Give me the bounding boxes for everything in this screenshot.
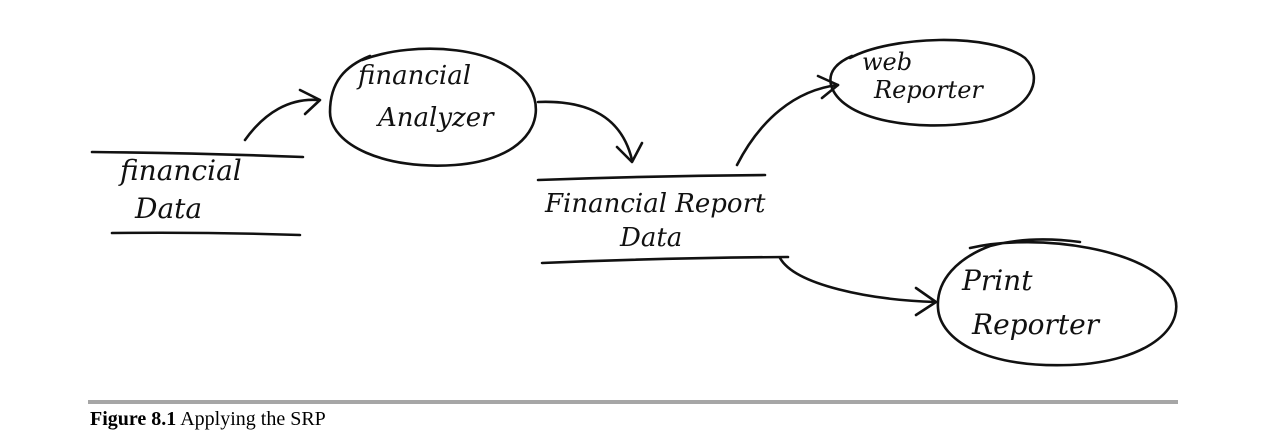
process-circle	[936, 238, 1178, 367]
arrow-line	[536, 100, 634, 162]
process-label-line2: Analyzer	[376, 103, 495, 133]
process-label-line2: Reporter	[971, 308, 1101, 341]
data-flow-diagram: financial Data financial Analyzer Financ…	[90, 38, 1178, 367]
arrow-report-data-to-web-reporter	[735, 74, 840, 167]
store-top-line	[90, 150, 305, 159]
process-web-reporter: web Reporter	[829, 38, 1036, 127]
figure-number: Figure 8.1	[90, 408, 177, 430]
arrow-head	[298, 88, 322, 116]
data-store-financial-data: financial Data	[90, 150, 305, 237]
arrow-line	[243, 98, 320, 142]
store-label-line1: Financial Report	[544, 189, 766, 219]
process-label-line1: Print	[961, 264, 1033, 297]
figure-caption: Figure 8.1 Applying the SRP	[90, 408, 326, 431]
store-bottom-line	[110, 231, 302, 237]
process-print-reporter: Print Reporter	[936, 238, 1178, 367]
arrow-analyzer-to-report-data	[536, 100, 644, 164]
arrow-head	[816, 74, 840, 100]
caption-divider	[88, 400, 1178, 404]
store-top-line	[536, 173, 767, 182]
process-circle	[829, 38, 1036, 127]
process-circle	[328, 47, 538, 167]
process-label-line2: Reporter	[873, 76, 984, 104]
data-store-financial-report-data: Financial Report Data	[536, 173, 790, 265]
arrow-line	[735, 83, 840, 167]
store-label-line2: Data	[619, 223, 682, 253]
arrow-head	[914, 286, 938, 317]
arrow-data-to-analyzer	[243, 88, 322, 142]
store-bottom-line	[540, 255, 790, 265]
process-label-line1: web	[862, 48, 912, 76]
arrow-line	[778, 256, 937, 304]
process-label-line1: financial	[356, 61, 471, 91]
arrow-report-data-to-print-reporter	[778, 256, 938, 317]
store-label-line1: financial	[118, 154, 242, 187]
store-label-line2: Data	[134, 192, 202, 225]
figure-caption-text: Applying the SRP	[180, 408, 326, 430]
process-financial-analyzer: financial Analyzer	[328, 47, 538, 167]
arrow-head	[615, 141, 644, 164]
